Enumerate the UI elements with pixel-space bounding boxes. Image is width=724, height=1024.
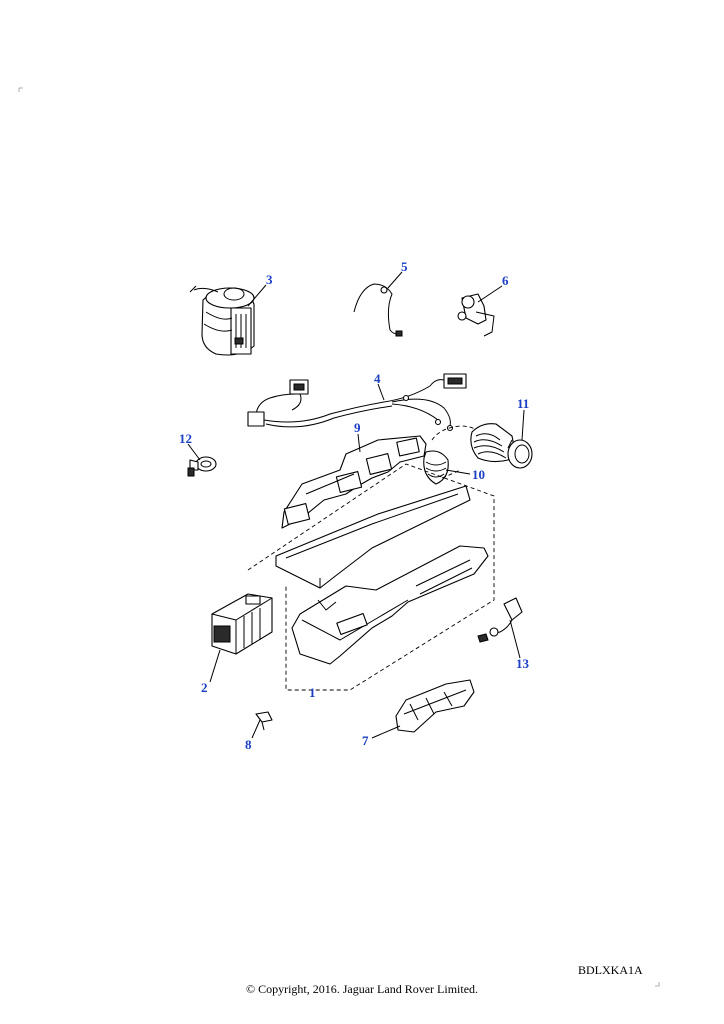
leader-5	[387, 271, 403, 289]
leader-11	[521, 409, 525, 441]
leader-6	[477, 285, 503, 303]
callout-1: 1	[309, 685, 316, 700]
part-bellows-hose[interactable]	[470, 423, 514, 463]
part-6-clip[interactable]	[457, 293, 495, 337]
callout-11: 11	[517, 396, 529, 411]
leader-9	[357, 433, 361, 453]
copyright-notice: © Copyright, 2016. Jaguar Land Rover Lim…	[245, 982, 479, 996]
leader-10	[445, 469, 471, 475]
leader-7	[371, 725, 401, 739]
callout-2: 2	[201, 680, 208, 695]
leader-12	[187, 443, 201, 461]
part-11-sleeve[interactable]	[507, 439, 533, 469]
part-12-clamp[interactable]	[187, 456, 217, 477]
corner-mark-bottom-right	[655, 982, 660, 987]
part-8-small-clip[interactable]	[255, 711, 273, 731]
callout-6: 6	[502, 273, 509, 288]
callout-7: 7	[362, 733, 369, 748]
callout-4: 4	[374, 371, 381, 386]
leader-4	[377, 383, 385, 401]
callout-10: 10	[472, 467, 485, 482]
leader-13	[509, 619, 521, 659]
corner-mark-top-left	[18, 87, 23, 92]
leader-8	[251, 719, 261, 739]
part-7-bracket[interactable]	[395, 679, 475, 733]
leader-2	[209, 649, 221, 683]
diagram-reference-code: BDLXKA1A	[578, 963, 643, 977]
part-3-blower-motor[interactable]	[189, 285, 255, 356]
leader-3	[247, 284, 267, 307]
part-1-heater-assembly[interactable]	[247, 463, 495, 691]
callout-5: 5	[401, 259, 408, 274]
part-5-sensor-wire[interactable]	[353, 283, 403, 337]
callout-3: 3	[266, 272, 273, 287]
callout-13: 13	[516, 656, 530, 671]
part-13-sensor[interactable]	[477, 597, 523, 643]
callout-9: 9	[354, 420, 361, 435]
part-9-outlet-duct[interactable]	[281, 435, 427, 529]
callout-12: 12	[179, 431, 192, 446]
part-10-flexible-hose[interactable]	[423, 425, 481, 485]
callout-8: 8	[245, 737, 252, 752]
part-4-wiring-harness[interactable]	[247, 373, 467, 432]
part-2-heater-matrix[interactable]	[211, 593, 273, 655]
